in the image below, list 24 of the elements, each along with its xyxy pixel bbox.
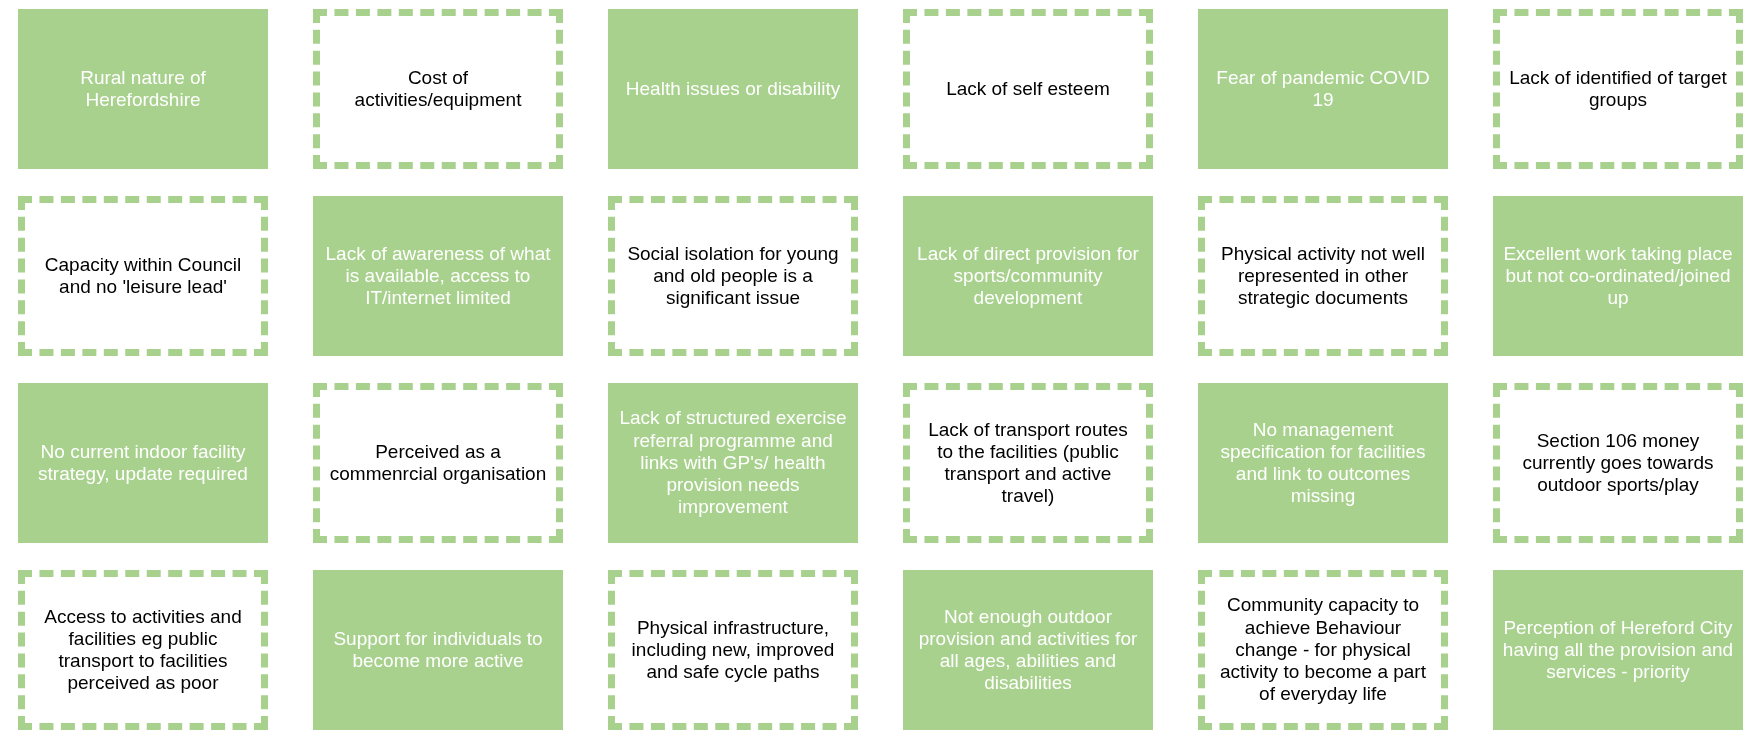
issue-card: Rural nature of Herefordshire xyxy=(18,9,268,169)
dashed-issue-card: Lack of transport routes to the facilities (public transport and active travel) xyxy=(903,383,1153,543)
issue-card: No management specification for facilities and link to outcomes missing xyxy=(1198,383,1448,543)
issue-card: Excellent work taking place but not co-ordinated/joined up xyxy=(1493,196,1743,356)
issue-card: Perception of Hereford City having all the provision and services - priority xyxy=(1493,570,1743,730)
dashed-issue-card: Physical infrastructure, including new, improved and safe cycle paths xyxy=(608,570,858,730)
dashed-issue-card: Lack of self esteem xyxy=(903,9,1153,169)
issue-card: Support for individuals to become more active xyxy=(313,570,563,730)
issue-card: No current indoor facility strategy, update required xyxy=(18,383,268,543)
issue-card: Health issues or disability xyxy=(608,9,858,169)
issue-card: Fear of pandemic COVID 19 xyxy=(1198,9,1448,169)
issue-card: Lack of awareness of what is available, access to IT/internet limited xyxy=(313,196,563,356)
dashed-issue-card: Lack of identified of target groups xyxy=(1493,9,1743,169)
issue-card: Not enough outdoor provision and activities for all ages, abilities and disabilities xyxy=(903,570,1153,730)
dashed-issue-card: Community capacity to achieve Behaviour change - for physical activity to become a part of everyday life xyxy=(1198,570,1448,730)
dashed-issue-card: Perceived as a commenrcial organisation xyxy=(313,383,563,543)
dashed-issue-card: Social isolation for young and old people is a significant issue xyxy=(608,196,858,356)
dashed-issue-card: Access to activities and facilities eg public transport to facilities perceived as poor xyxy=(18,570,268,730)
dashed-issue-card: Capacity within Council and no 'leisure lead' xyxy=(18,196,268,356)
issue-card: Lack of direct provision for sports/community development xyxy=(903,196,1153,356)
dashed-issue-card: Physical activity not well represented in other strategic documents xyxy=(1198,196,1448,356)
issue-card: Lack of structured exercise referral programme and links with GP's/ health provision needs improvement xyxy=(608,383,858,543)
dashed-issue-card: Cost of activities/equipment xyxy=(313,9,563,169)
dashed-issue-card: Section 106 money currently goes towards outdoor sports/play xyxy=(1493,383,1743,543)
